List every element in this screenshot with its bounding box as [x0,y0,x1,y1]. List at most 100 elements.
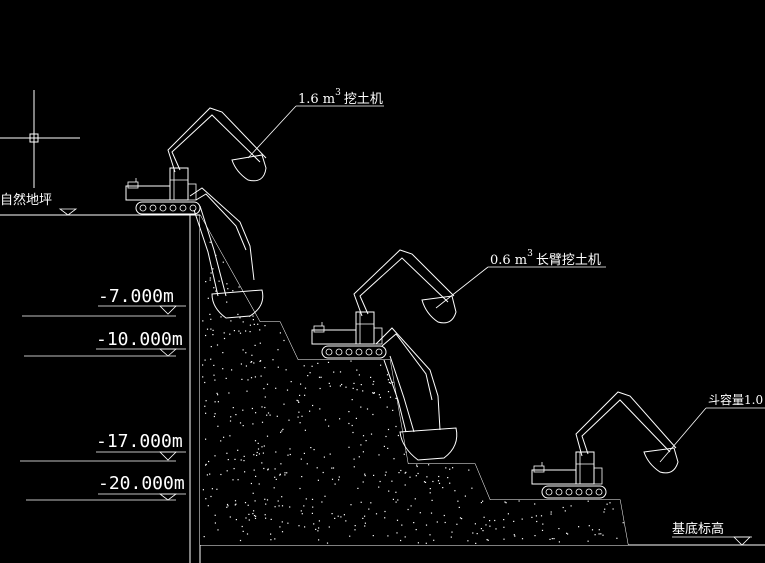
soil-dot [210,328,212,330]
soil-dot [222,352,224,354]
soil-dot [334,483,336,485]
soil-dot [257,323,259,325]
soil-dot [277,349,279,351]
soil-dot [217,425,219,427]
soil-dot [457,500,459,502]
soil-dot [549,538,551,540]
soil-dot [209,473,211,475]
soil-dot [380,364,382,366]
soil-dot [218,280,220,282]
soil-dot [241,525,243,528]
soil-dot [324,419,327,421]
soil-dot [429,492,431,494]
soil-dot [364,515,366,517]
soil-dot [274,476,276,478]
soil-dot [228,392,230,394]
soil-dot [235,519,237,521]
soil-dot [553,538,555,540]
soil-dot [289,448,291,450]
soil-dot [244,502,247,504]
soil-dot [326,542,329,544]
soil-dot [534,503,536,505]
soil-dot [391,480,393,482]
soil-dot [315,528,317,530]
soil-dot [397,499,399,501]
soil-dot [223,436,225,438]
soil-dot [286,389,289,391]
soil-dot [430,512,433,514]
soil-dot [253,510,255,512]
soil-dot [489,525,491,527]
soil-dot [318,376,321,378]
soil-dot [541,529,544,531]
soil-dot [567,533,569,535]
soil-dot [300,510,302,512]
soil-dot [207,297,209,299]
soil-dot [404,536,406,538]
soil-dot [229,435,231,437]
soil-dot [387,535,389,537]
soil-dot [461,518,463,520]
natural-ground-label: 自然地坪 [0,192,78,216]
soil-dot [278,505,280,507]
natural-ground-text: 自然地坪 [0,192,52,208]
soil-dot [227,459,229,461]
soil-dot [318,527,320,529]
soil-dot [353,382,355,384]
soil-dot [231,369,233,371]
soil-dot [277,366,279,368]
soil-dot [358,374,360,376]
soil-dot [372,383,374,385]
elevation-label: -7.000m [98,286,174,307]
soil-dot [343,514,345,516]
soil-dot [245,352,247,354]
soil-dot [332,467,335,469]
soil-dot [513,520,515,522]
soil-dot [259,360,261,362]
soil-dot [301,415,303,417]
soil-dot [265,503,267,505]
soil-dot [252,492,254,494]
soil-dot [341,383,343,386]
soil-dot [404,472,406,474]
soil-dot [616,537,618,539]
soil-dot [338,479,340,481]
soil-dot [253,323,255,325]
soil-dot [468,469,470,471]
soil-dot [297,416,299,418]
soil-dot [486,539,488,541]
soil-dot [244,471,246,473]
soil-dot [550,513,552,515]
soil-dot [227,288,229,290]
elevation-marker: -20.000m [26,473,186,501]
excavator-icon [125,107,267,319]
soil-dot [253,515,256,517]
soil-dot [337,515,339,517]
soil-dot [373,380,375,383]
soil-dot [230,320,232,322]
soil-dot [602,534,604,536]
soil-dot [210,346,212,348]
soil-dot [388,490,390,492]
soil-dot [214,455,216,457]
soil-dot [362,451,364,453]
soil-dot [551,538,553,540]
soil-dot [331,513,333,515]
soil-dot [594,534,596,536]
soil-dot [274,538,276,540]
soil-dot [389,396,392,398]
soil-dot [263,388,265,390]
soil-dot [242,409,244,411]
soil-dot [287,454,289,456]
soil-dot [587,500,589,502]
soil-dot [331,467,333,469]
soil-dot [480,502,482,504]
soil-dot [213,374,215,376]
soil-dot [395,397,397,399]
soil-dot [240,459,242,461]
soil-dot [345,386,347,388]
soil-dot [387,379,389,381]
soil-dot [259,342,261,344]
soil-dot [305,498,307,500]
